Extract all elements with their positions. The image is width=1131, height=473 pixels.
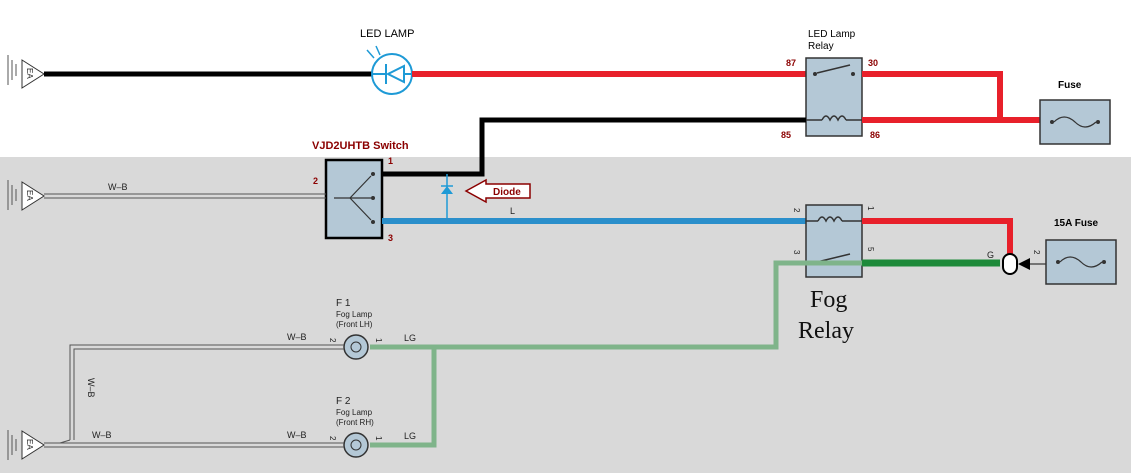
diode-icon [441,174,453,222]
wire-label-g: G [987,250,994,260]
wire-label-wb-4: W–B [92,430,112,440]
led-lamp-label: LED LAMP [360,28,414,40]
led-relay-label-1: LED Lamp [808,29,856,40]
wire-label-l: L [510,206,515,216]
fog-pin-2: 2 [792,208,801,213]
wire-red-30 [862,71,1003,120]
ground-symbol-mid [7,180,45,211]
fog-relay-label-2: Relay [798,318,854,344]
fuse-pin-2: 2 [1032,250,1041,255]
f2-desc-1: Fog Lamp [336,408,373,417]
switch-pin-2: 2 [313,176,318,186]
wire-red-fog [862,218,1013,254]
f2-pin-2: 2 [328,436,337,441]
schematic-panel [0,157,1131,473]
wire-label-lg-2: LG [404,431,416,441]
relay-pin-30: 30 [868,58,878,68]
switch-pin-3: 3 [388,233,393,243]
relay-pin-86: 86 [870,130,880,140]
ground-bottom-label: EA [25,439,34,450]
fuse-connector [1002,253,1030,275]
wire-wb-switch [44,193,326,199]
wire-lg-f2 [370,347,437,448]
wire-label-wb-1: W–B [108,182,128,192]
fog-pin-5: 5 [866,247,875,252]
led-relay-label-2: Relay [808,41,834,52]
f1-desc-2: (Front LH) [336,320,373,329]
ground-label: EA [25,68,34,79]
switch-label: VJD2UHTB Switch [312,140,409,152]
diode-callout-arrow [464,178,531,204]
vjd2uhtb-switch [324,158,384,240]
f1-desc-1: Fog Lamp [336,310,373,319]
relay-pin-85: 85 [781,130,791,140]
ground-mid-label: EA [25,190,34,201]
fog-pin-3: 3 [792,250,801,255]
fog-relay-label-1: Fog [810,287,847,313]
fog-lamp-f1-icon [343,334,369,360]
ground-symbol-bottom [7,430,45,460]
switch-pin-1: 1 [388,156,393,166]
diode-label: Diode [493,187,521,198]
fuse-15a [1030,239,1117,285]
wire-label-wb-3: W–B [287,430,307,440]
f2-label: F 2 [336,396,351,407]
f1-pin-1: 1 [374,338,383,343]
f1-pin-2: 2 [328,338,337,343]
fuse-top [1039,99,1111,145]
wire-label-wb-2: W–B [287,332,307,342]
f2-desc-2: (Front RH) [336,418,374,427]
f1-label: F 1 [336,298,351,309]
ground-symbol-top: EA [7,55,45,89]
wire-wb-lamps [44,344,344,448]
fuse-top-label: Fuse [1058,80,1082,91]
led-lamp-icon [366,45,413,95]
wire-label-wb-5: W–B [86,378,96,398]
fog-relay [805,204,863,278]
fog-pin-1: 1 [866,206,875,211]
fuse-15a-label: 15A Fuse [1054,218,1099,229]
led-lamp-relay [805,57,863,137]
relay-pin-87: 87 [786,58,796,68]
wire-label-lg-1: LG [404,333,416,343]
wire-lg-f1 [370,260,862,350]
f2-pin-1: 1 [374,436,383,441]
fog-lamp-f2-icon [343,432,369,458]
wire-black-85 [382,117,806,177]
